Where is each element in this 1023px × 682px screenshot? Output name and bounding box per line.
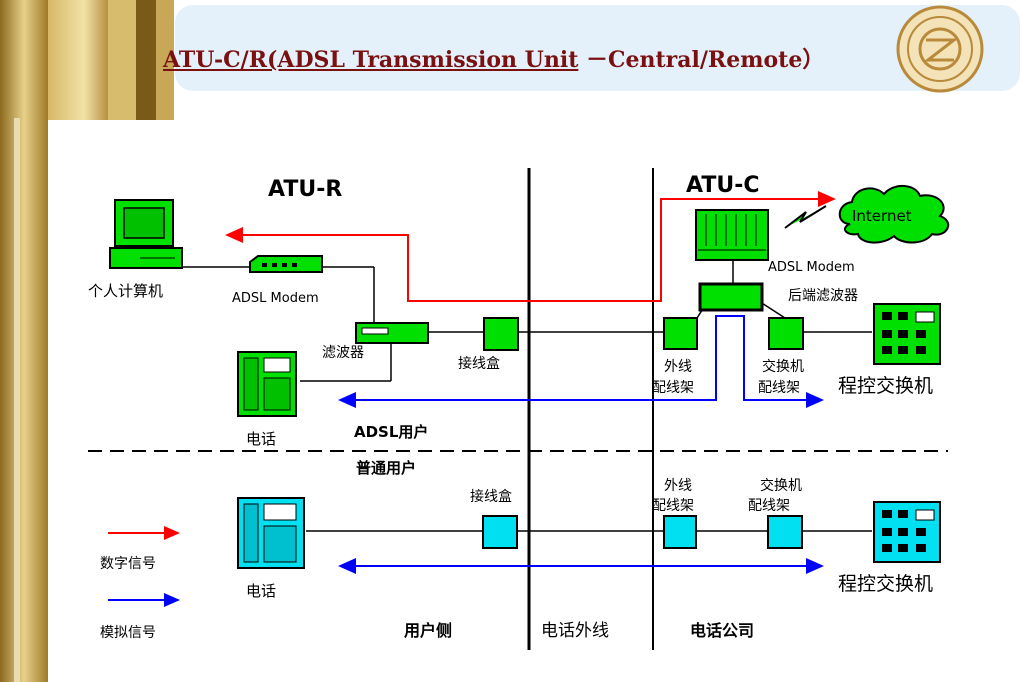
adsl-user-label: ADSL用户 <box>354 423 428 441</box>
user-side-label: 用户侧 <box>404 621 452 640</box>
digital-signal-path <box>228 198 822 302</box>
splitter-label: 滤波器 <box>322 345 364 361</box>
lightning-link-icon <box>784 205 827 229</box>
analog-signal-path-top <box>346 315 812 401</box>
digital-arrow-right-head <box>818 191 836 207</box>
title-main: ATU-C/R(ADSL Transmission Unit <box>163 47 579 73</box>
outer-frame-top <box>663 317 698 350</box>
pc-icon <box>109 199 183 269</box>
switch-frame-top-label-1: 交换机 <box>762 358 804 375</box>
adsl-modem-c-label: ADSL Modem <box>768 260 855 275</box>
outer-frame-bottom-label-1: 外线 <box>664 478 692 494</box>
analog-arrow-top-right-head <box>806 392 824 408</box>
rear-splitter-label: 后端滤波器 <box>788 288 858 304</box>
junction-box-top <box>483 317 519 351</box>
legend-digital-arrow <box>164 526 180 540</box>
atu-r-label: ATU-R <box>268 177 342 202</box>
pbx-top-icon <box>873 303 941 365</box>
junction-box-top-label: 接线盒 <box>458 355 500 372</box>
outer-frame-top-label-1: 外线 <box>664 359 692 375</box>
adsl-modem-c-icon <box>695 209 769 261</box>
legend: 数字信号 模拟信号 <box>100 526 180 641</box>
junction-box-bottom-label: 接线盒 <box>470 488 512 505</box>
switch-frame-bottom <box>767 515 803 549</box>
phone-bottom-label: 电话 <box>246 582 276 600</box>
internet-cloud-icon <box>838 185 950 244</box>
outside-line-label: 电话外线 <box>541 621 609 641</box>
analog-arrow-top-left-head <box>338 392 356 408</box>
junction-box-bottom <box>482 515 518 549</box>
title-box <box>175 5 1020 91</box>
phone-icon <box>237 351 297 417</box>
legend-analog-arrow <box>164 593 180 607</box>
switch-frame-top-label-2: 配线架 <box>758 380 800 396</box>
splitter-icon <box>355 322 429 344</box>
atu-c-label: ATU-C <box>686 173 759 198</box>
digital-arrow-left-head <box>225 227 243 243</box>
outer-frame-bottom <box>663 515 697 549</box>
pbx-bottom-icon <box>873 501 941 563</box>
internet-label: Internet <box>852 207 912 225</box>
analog-arrow-bottom-right-head <box>806 558 824 574</box>
switch-frame-bottom-label-1: 交换机 <box>760 477 802 494</box>
pbx-top-label: 程控交换机 <box>838 375 933 397</box>
gold-pillar-left <box>0 0 48 682</box>
outer-frame-bottom-label-2: 配线架 <box>652 498 694 514</box>
rear-splitter <box>698 282 764 312</box>
phone-bottom-icon <box>237 497 305 569</box>
outer-frame-top-label-2: 配线架 <box>652 380 694 396</box>
adsl-modem-r-icon <box>249 255 323 273</box>
legend-analog-label: 模拟信号 <box>100 625 156 641</box>
legend-digital-label: 数字信号 <box>100 556 156 572</box>
pc-label: 个人计算机 <box>88 282 163 300</box>
title-suffix: －Central/Remote） <box>578 47 825 73</box>
normal-user-label: 普通用户 <box>356 459 416 477</box>
university-seal-logo <box>896 5 984 93</box>
pbx-bottom-label: 程控交换机 <box>838 573 933 595</box>
switch-frame-bottom-label-2: 配线架 <box>748 498 790 514</box>
switch-frame-top <box>768 317 804 350</box>
phone-top-label: 电话 <box>246 430 276 448</box>
slide-title: ATU-C/R(ADSL Transmission Unit －Central/… <box>163 42 824 74</box>
phone-company-label: 电话公司 <box>690 621 754 640</box>
analog-arrow-bottom-left-head <box>338 558 356 574</box>
adsl-modem-r-label: ADSL Modem <box>232 291 319 306</box>
